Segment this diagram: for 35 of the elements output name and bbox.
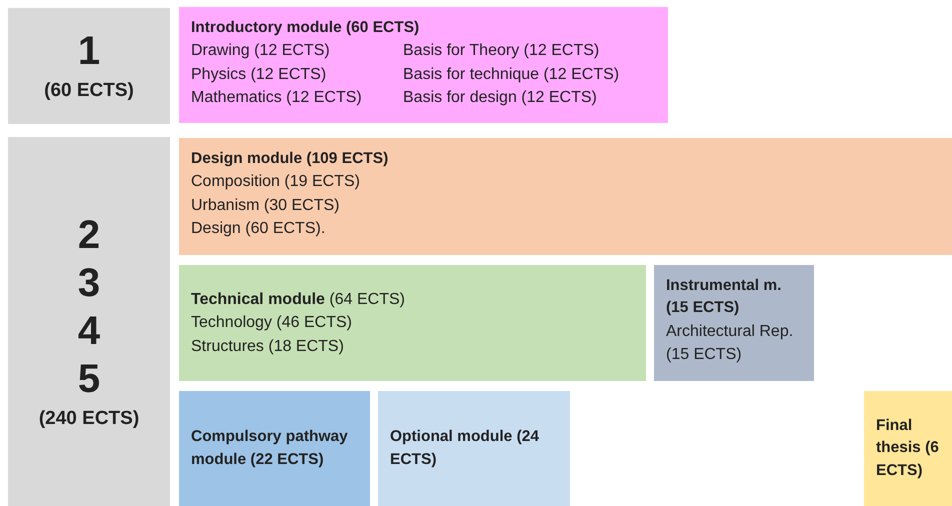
module-box xyxy=(179,7,668,123)
module-title: Design module (109 ECTS) xyxy=(191,149,390,169)
course-item: Mathematics (12 ECTS) xyxy=(191,88,363,108)
module-title: Instrumental m. (15 ECTS) xyxy=(666,276,782,318)
course-item: Basis for Theory (12 ECTS) xyxy=(403,41,600,62)
course-item: Basis for technique (12 ECTS) xyxy=(403,64,620,85)
year-number: 2 xyxy=(78,212,100,259)
credit-total: (240 ECTS) xyxy=(38,406,140,431)
module-title: Compulsory pathway module (22 ECTS) xyxy=(191,427,349,470)
year-number: 4 xyxy=(78,308,100,355)
module-box xyxy=(179,265,646,381)
course-item: Structures (18 ECTS) xyxy=(191,336,345,357)
module-box xyxy=(378,391,570,506)
year-band xyxy=(8,8,170,124)
module-title: Final thesis (6 ECTS) xyxy=(876,416,940,481)
course-item: Basis for design (12 ECTS) xyxy=(403,88,598,108)
year-number: 3 xyxy=(78,260,100,307)
module-title: Introductory module (60 ECTS) xyxy=(191,18,420,38)
course-item: Drawing (12 ECTS) xyxy=(191,41,331,62)
year-number: 1 xyxy=(78,28,100,76)
course-item: Design (60 ECTS). xyxy=(191,218,326,239)
year-number: 5 xyxy=(78,356,100,403)
credit-total: (60 ECTS) xyxy=(44,79,134,104)
module-title: Optional module (24 ECTS) xyxy=(390,427,540,470)
course-item: Technology (46 ECTS) xyxy=(191,313,353,334)
module-box xyxy=(654,265,814,381)
course-item: Physics (12 ECTS) xyxy=(191,64,328,85)
module-box xyxy=(179,391,370,506)
year-band xyxy=(8,137,170,506)
course-item: Composition (19 ECTS) xyxy=(191,172,361,192)
course-item: Architectural Rep. (15 ECTS) xyxy=(666,322,794,366)
module-box xyxy=(179,138,952,255)
module-title: Technical module (64 ECTS) xyxy=(191,290,406,310)
module-box xyxy=(864,391,952,506)
course-item: Urbanism (30 ECTS) xyxy=(191,196,340,216)
